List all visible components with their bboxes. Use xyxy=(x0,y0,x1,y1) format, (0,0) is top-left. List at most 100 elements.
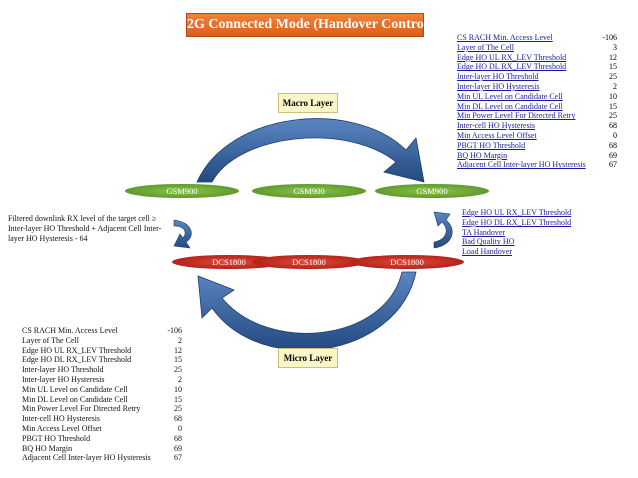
param-name[interactable]: Layer of The Cell xyxy=(457,42,514,52)
param-value: 3 xyxy=(613,42,617,52)
param-row: Edge HO DL RX_LEV Threshold 15 xyxy=(457,62,627,72)
param-name[interactable]: Min DL Level on Candidate Cell xyxy=(457,101,563,111)
param-name: Adjacent Cell Inter-layer HO Hysteresis xyxy=(22,453,151,463)
param-name: Min UL Level on Candidate Cell xyxy=(22,384,128,394)
param-name[interactable]: Adjacent Cell Inter-layer HO Hysteresis xyxy=(457,160,586,170)
param-name[interactable]: Inter-layer HO Threshold xyxy=(457,72,539,82)
param-name: Min Power Level For Directed Retry xyxy=(22,404,141,414)
handover-type-link[interactable]: Load Handover xyxy=(462,247,512,257)
param-row: Inter-layer HO Hysteresis 2 xyxy=(457,82,627,92)
param-name[interactable]: CS RACH Min. Access Level xyxy=(457,33,553,42)
left-down-arrow xyxy=(173,219,192,249)
handover-type-link[interactable]: Bad Quality HO xyxy=(462,237,515,247)
param-value: 15 xyxy=(609,101,617,111)
param-row: Inter-cell HO Hysteresis 68 xyxy=(457,121,627,131)
param-name: CS RACH Min. Access Level xyxy=(22,326,118,335)
param-name[interactable]: Inter-cell HO Hysteresis xyxy=(457,121,536,131)
param-row: Min Access Level Offset 0 xyxy=(22,424,192,434)
param-value: 68 xyxy=(609,140,617,150)
dcs1800-node-right: DCS1800 xyxy=(350,255,464,269)
page-title: 2G Connected Mode (Handover Control) xyxy=(186,13,432,37)
param-name: Inter-layer HO Threshold xyxy=(22,365,104,375)
param-name: Min DL Level on Candidate Cell xyxy=(22,394,128,404)
param-row: Layer of The Cell 2 xyxy=(22,336,192,346)
param-row: CS RACH Min. Access Level-106 xyxy=(22,326,192,336)
param-value: -106 xyxy=(602,33,617,42)
param-value: 12 xyxy=(174,345,182,355)
handover-condition-text: Filtered downlink RX level of the target… xyxy=(8,214,162,243)
handover-type-link[interactable]: Edge HO DL RX_LEV Threshold xyxy=(462,217,572,227)
param-name[interactable]: Min UL Level on Candidate Cell xyxy=(457,91,563,101)
gsm900-node-right: GSM900 xyxy=(375,184,489,198)
param-name: BQ HO Margin xyxy=(22,443,73,453)
param-row: BQ HO Margin 69 xyxy=(457,151,627,161)
param-value: 68 xyxy=(609,121,617,131)
param-value: 0 xyxy=(178,423,182,433)
macro-handover-arrow xyxy=(196,118,425,183)
param-value: 25 xyxy=(174,404,182,414)
param-row: Inter-cell HO Hysteresis 68 xyxy=(22,414,192,424)
dcs1800-node-center: DCS1800 xyxy=(252,255,366,269)
param-row: Min DL Level on Candidate Cell 15 xyxy=(22,395,192,405)
param-value: 68 xyxy=(174,414,182,424)
param-row: Min DL Level on Candidate Cell 15 xyxy=(457,102,627,112)
param-name[interactable]: Min Access Level Offset xyxy=(457,130,537,140)
param-row: Min UL Level on Candidate Cell 10 xyxy=(457,92,627,102)
param-name: Edge HO UL RX_LEV Threshold xyxy=(22,345,132,355)
param-value: 68 xyxy=(174,433,182,443)
handover-type-link[interactable]: Edge HO UL RX_LEV Threshold xyxy=(462,208,572,217)
param-name[interactable]: BQ HO Margin xyxy=(457,150,508,160)
param-row: Min Power Level For Directed Retry 25 xyxy=(457,111,627,121)
param-value: 0 xyxy=(613,130,617,140)
param-name: Layer of The Cell xyxy=(22,335,79,345)
param-name: Inter-cell HO Hysteresis xyxy=(22,414,101,424)
gsm900-node-left: GSM900 xyxy=(125,184,239,198)
param-row: Inter-layer HO Hysteresis 2 xyxy=(22,375,192,385)
param-value: 69 xyxy=(174,443,182,453)
param-name: Edge HO DL RX_LEV Threshold xyxy=(22,355,132,365)
param-row: Min Power Level For Directed Retry 25 xyxy=(22,404,192,414)
param-value: 25 xyxy=(609,72,617,82)
param-value: 2 xyxy=(178,335,182,345)
micro-parameter-list: CS RACH Min. Access Level-106 Layer of T… xyxy=(22,326,192,463)
handover-type-link[interactable]: TA Handover xyxy=(462,227,506,237)
param-name[interactable]: PBGT HO Threshold xyxy=(457,140,526,150)
param-row: PBGT HO Threshold 68 xyxy=(22,434,192,444)
param-name: Min Access Level Offset xyxy=(22,423,102,433)
param-row: Layer of The Cell 3 xyxy=(457,43,627,53)
param-name: Inter-layer HO Hysteresis xyxy=(22,374,105,384)
handover-type-list: Edge HO UL RX_LEV Threshold Edge HO DL R… xyxy=(462,208,571,257)
param-value: 2 xyxy=(178,374,182,384)
param-value: 69 xyxy=(609,150,617,160)
param-name[interactable]: Inter-layer HO Hysteresis xyxy=(457,81,540,91)
param-name[interactable]: Edge HO UL RX_LEV Threshold xyxy=(457,52,567,62)
micro-handover-arrow xyxy=(197,271,417,351)
param-row: Edge HO UL RX_LEV Threshold 12 xyxy=(457,53,627,63)
param-row: Adjacent Cell Inter-layer HO Hysteresis 6… xyxy=(22,453,192,463)
param-value: 12 xyxy=(609,52,617,62)
param-value: 2 xyxy=(613,81,617,91)
param-name[interactable]: Min Power Level For Directed Retry xyxy=(457,111,576,121)
micro-layer-label: Micro Layer xyxy=(278,348,338,368)
param-value: 25 xyxy=(609,111,617,121)
param-value: 15 xyxy=(174,394,182,404)
gsm900-node-center: GSM900 xyxy=(252,184,366,198)
right-up-arrow xyxy=(433,211,453,249)
param-value: 67 xyxy=(174,453,182,463)
param-value: 25 xyxy=(174,365,182,375)
param-row: Inter-layer HO Threshold 25 xyxy=(22,365,192,375)
param-name: PBGT HO Threshold xyxy=(22,433,91,443)
param-name[interactable]: Edge HO DL RX_LEV Threshold xyxy=(457,62,567,72)
macro-layer-label: Macro Layer xyxy=(278,93,338,113)
param-row: Edge HO UL RX_LEV Threshold 12 xyxy=(22,346,192,356)
macro-parameter-list: CS RACH Min. Access Level -106 Layer of T… xyxy=(457,33,627,170)
param-row: PBGT HO Threshold 68 xyxy=(457,141,627,151)
param-row: Inter-layer HO Threshold 25 xyxy=(457,72,627,82)
param-row: Min Access Level Offset 0 xyxy=(457,131,627,141)
param-value: 10 xyxy=(609,91,617,101)
param-value: 15 xyxy=(609,62,617,72)
